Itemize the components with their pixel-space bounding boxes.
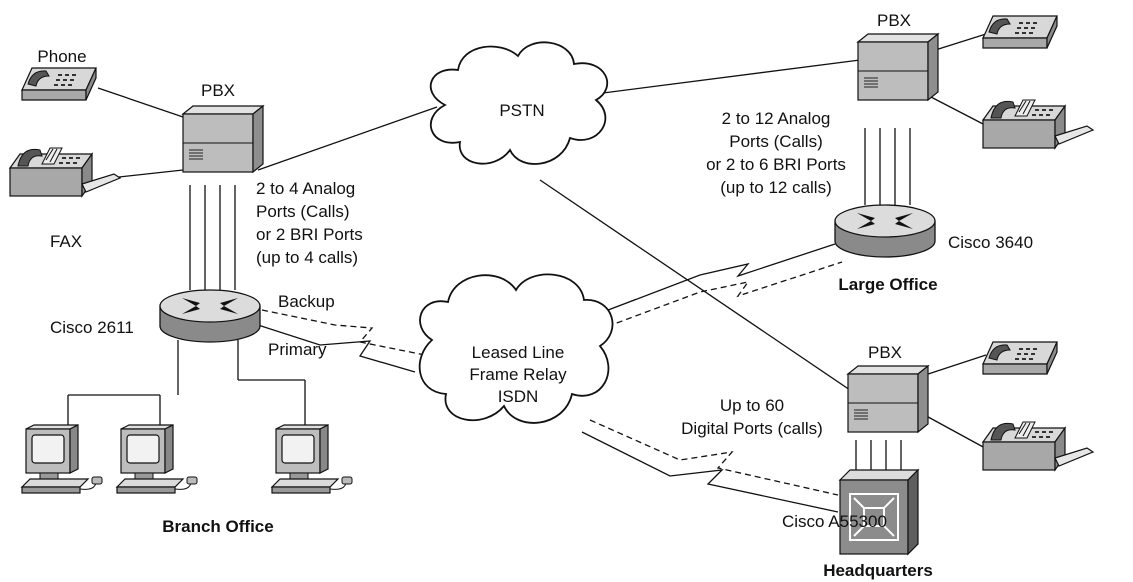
fax-icon [982,99,1094,149]
wan-label-1: Leased Line [472,343,565,362]
primary-label: Primary [268,340,327,359]
pc-icon [116,424,198,494]
fax-icon [9,147,121,197]
access-server-icon [838,468,920,556]
links [67,33,987,513]
backup-label: Backup [278,292,335,311]
pstn-cloud: PSTN [429,41,608,165]
large-ports-1: 2 to 12 Analog [722,109,831,128]
hq-ports-1: Up to 60 [720,396,784,415]
pbx-branch-label: PBX [201,81,235,100]
pbx-icon [847,365,929,433]
branch-office-label: Branch Office [162,517,273,536]
fax-icon [982,421,1094,471]
large-ports-4: (up to 12 calls) [720,178,832,197]
branch-ports-3: or 2 BRI Ports [256,225,363,244]
pbx-icon [857,33,939,101]
router-icon [159,289,261,343]
branch-ports-4: (up to 4 calls) [256,248,358,267]
wan-cloud: Leased Line Frame Relay ISDN [418,273,614,424]
pc-icon [21,424,103,494]
headquarters-label: Headquarters [823,561,933,580]
pbx-hq-label: PBX [868,343,902,362]
wan-label-2: Frame Relay [469,365,567,384]
cisco-3640-label: Cisco 3640 [948,233,1033,252]
pc-icon [271,424,353,494]
pstn-label: PSTN [499,101,544,120]
cisco-2611-label: Cisco 2611 [50,318,134,337]
hq-ports-2: Digital Ports (calls) [681,419,823,438]
phone-icon [982,341,1058,375]
large-ports-2: Ports (Calls) [729,132,823,151]
pbx-icon [182,105,264,173]
fax-label: FAX [50,232,82,251]
phone-label: Phone [37,47,86,66]
large-ports-3: or 2 to 6 BRI Ports [706,155,846,174]
branch-ports-2: Ports (Calls) [256,202,350,221]
wan-label-3: ISDN [498,387,539,406]
phone-icon [982,15,1058,49]
router-icon [834,204,936,258]
branch-ports-1: 2 to 4 Analog [256,179,355,198]
cisco-as5300-label: Cisco A55300 [782,512,887,531]
large-office-label: Large Office [838,275,937,294]
phone-icon [21,67,97,101]
pbx-large-label: PBX [877,11,911,30]
